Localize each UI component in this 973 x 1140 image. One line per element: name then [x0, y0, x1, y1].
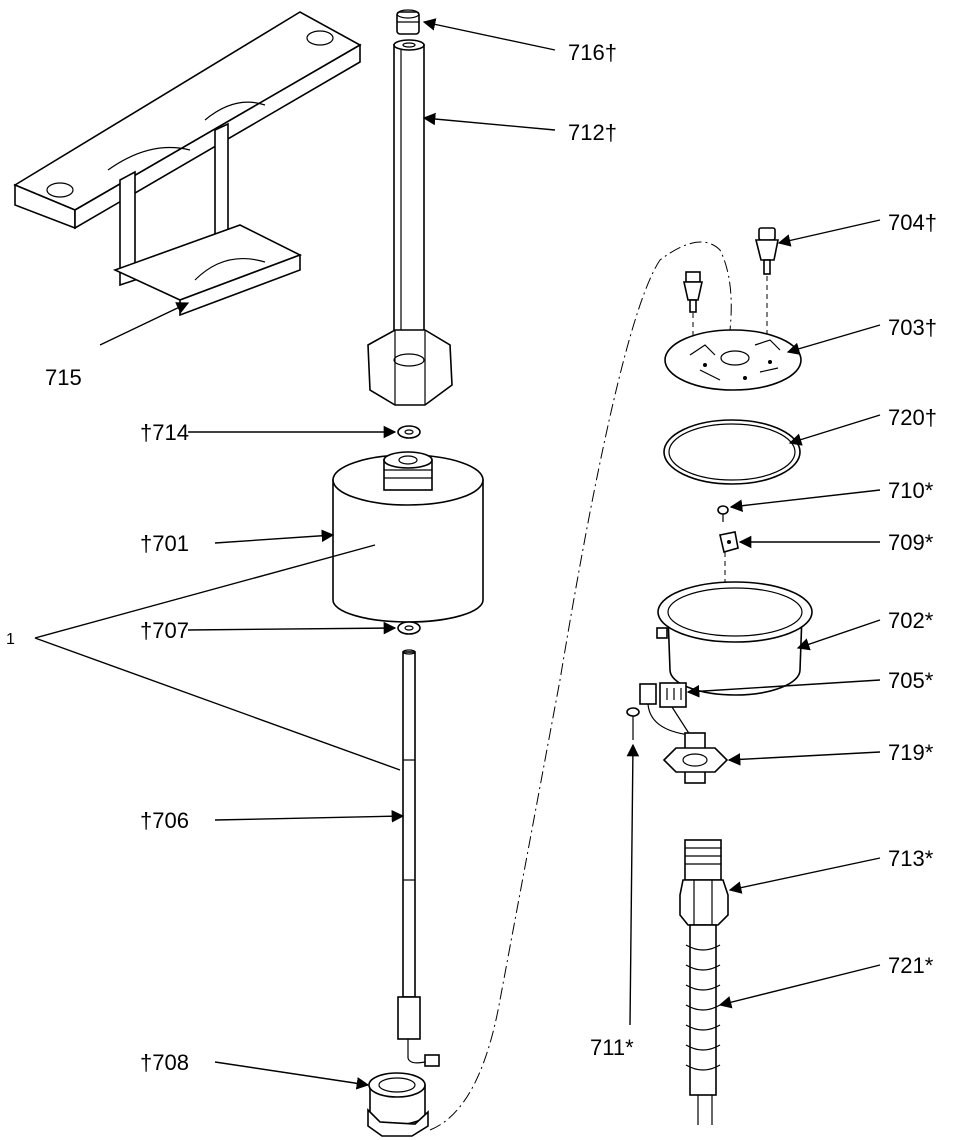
- label-715: 715: [45, 365, 82, 390]
- washer-707: [397, 621, 421, 635]
- pin-704-left: [683, 271, 703, 313]
- label-721: 721*: [888, 953, 934, 978]
- label-719: 719*: [888, 740, 934, 765]
- label-707: †707: [140, 618, 189, 643]
- connector-705: [639, 682, 691, 736]
- label-705: 705*: [888, 668, 934, 693]
- label-714: †714: [140, 420, 189, 445]
- leader-lines: [34, 18, 881, 1090]
- label-713: 713*: [888, 846, 934, 871]
- cable-routing-line: [429, 241, 732, 1131]
- label-708: †708: [140, 1050, 189, 1075]
- clip-709: [719, 531, 739, 553]
- label-712: 712†: [568, 120, 617, 145]
- housing-701: [332, 451, 484, 623]
- conduit-721: [685, 924, 721, 1125]
- fitting-713: [679, 839, 729, 926]
- label-701: †701: [140, 531, 189, 556]
- plug-708: [367, 1072, 429, 1137]
- label-720: 720†: [888, 405, 937, 430]
- pin-704-right: [754, 227, 779, 275]
- tube-712: [367, 39, 453, 406]
- label-709: 709*: [888, 530, 934, 555]
- probe-706: [397, 649, 440, 1067]
- label-704: 704†: [888, 210, 937, 235]
- label-706: †706: [140, 808, 189, 833]
- label-710: 710*: [888, 478, 934, 503]
- circuit-board-703: [664, 329, 802, 391]
- screw-711: [626, 707, 640, 740]
- nut-719: [662, 747, 729, 773]
- label-711: 711*: [590, 1035, 634, 1060]
- cup-702: [656, 581, 813, 696]
- o-ring-720: [663, 419, 801, 485]
- label-1: 1: [6, 631, 15, 648]
- label-702: 702*: [888, 608, 934, 633]
- cap-716: [396, 9, 420, 35]
- label-716: 716†: [568, 40, 617, 65]
- callout-labels: 716† 712† 715 †714 †701 1 †707 †706 †708…: [6, 40, 937, 1075]
- washer-714: [397, 425, 421, 439]
- bracket-715: [13, 11, 362, 317]
- screw-710: [717, 505, 729, 522]
- label-703: 703†: [888, 315, 937, 340]
